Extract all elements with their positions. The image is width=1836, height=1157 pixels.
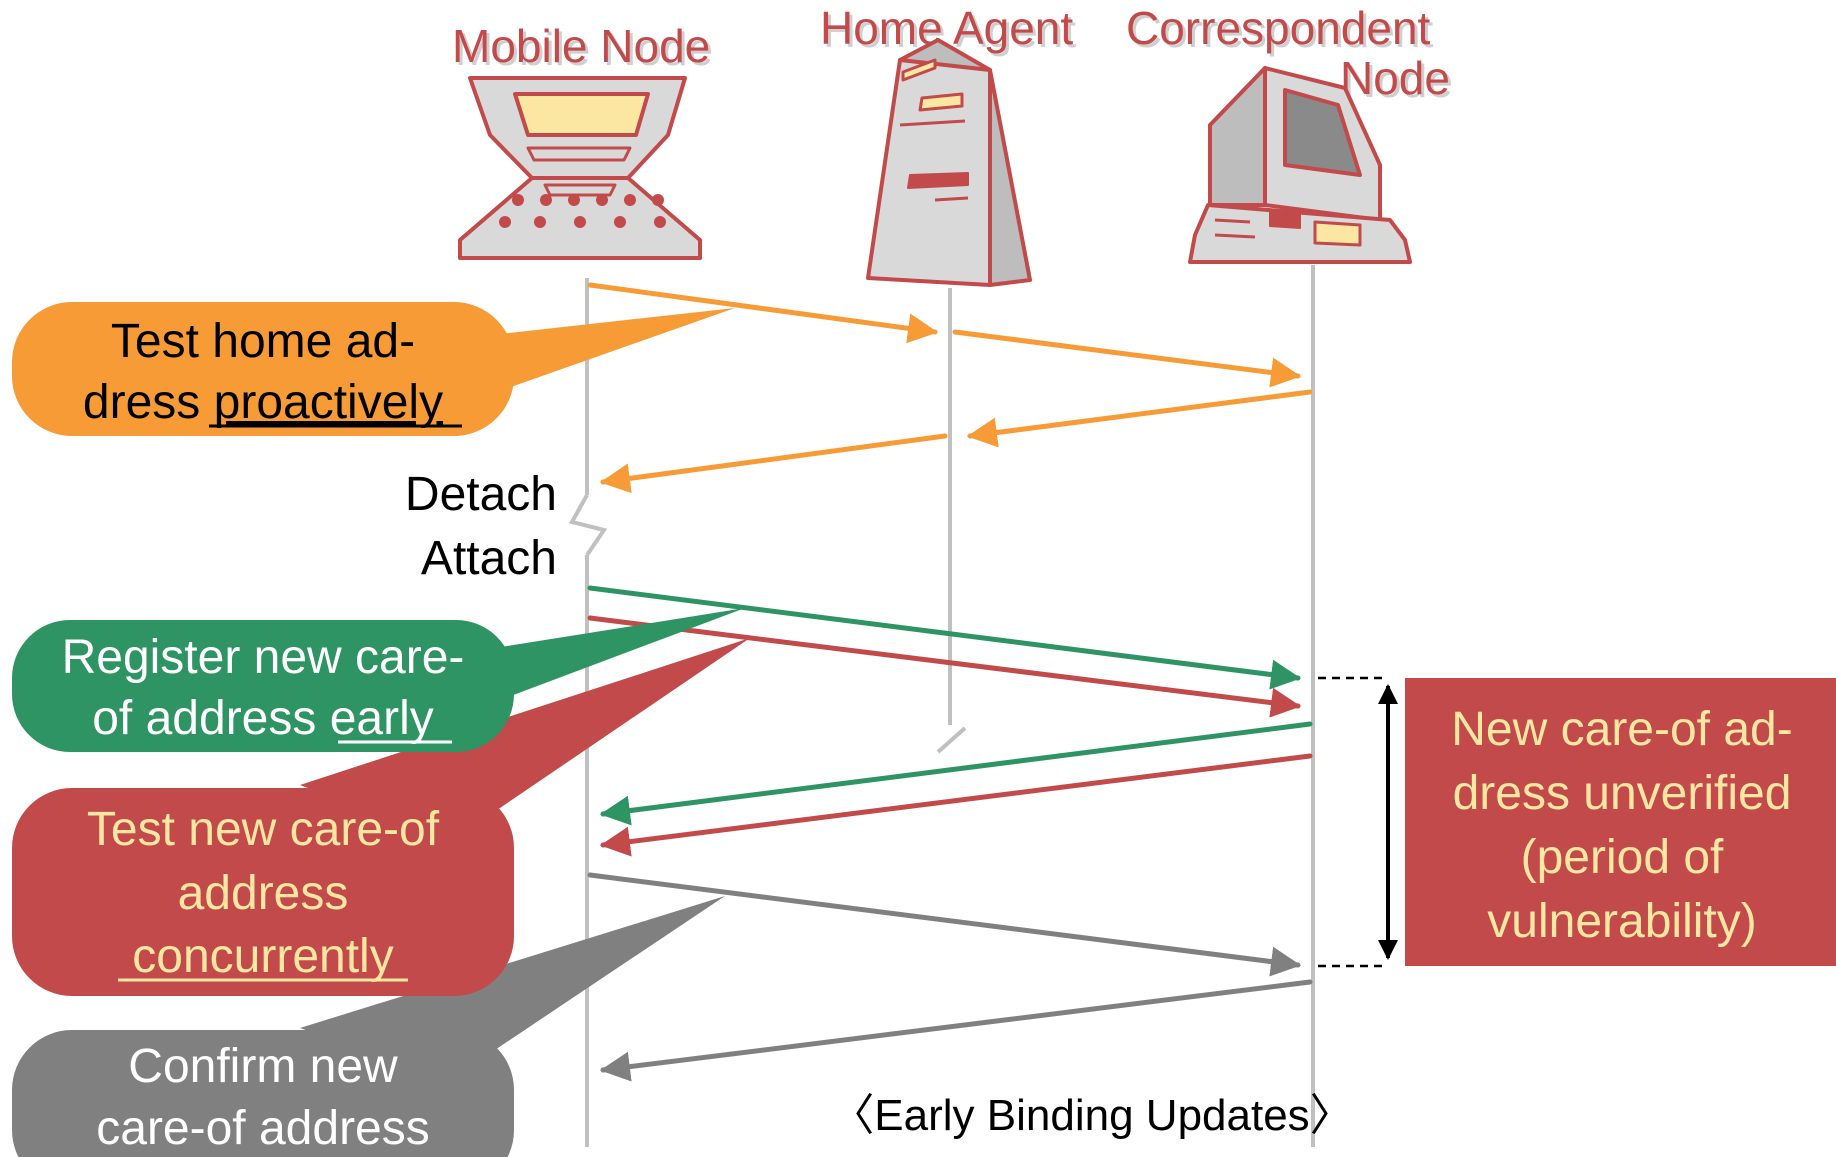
correspondent-label-2-shadow: Node <box>1343 55 1453 107</box>
callout-test-home-emph: proactively <box>214 376 443 429</box>
binding-ack-arrow <box>600 721 1313 826</box>
callout-register-emph: early <box>330 692 434 745</box>
correspondent-label: Correspondent <box>1126 2 1431 54</box>
cot-arrow <box>600 753 1313 857</box>
home-agent-lifeline-end <box>936 726 967 754</box>
callout-confirm-line1: Confirm new <box>128 1040 398 1093</box>
unverified-line4: vulnerability) <box>1487 895 1756 948</box>
callout-confirm-line2: care-of address <box>96 1102 430 1155</box>
detach-label: Detach <box>405 468 557 521</box>
unverified-line2: dress unverified <box>1453 767 1792 820</box>
unverified-line1: New care-of ad- <box>1451 703 1792 756</box>
callout-test-home-line2: dress proactively <box>83 376 443 429</box>
correspondent-label-shadow: Correspondent <box>1129 5 1434 57</box>
callout-register-line2: of address early <box>92 692 434 745</box>
callout-test-new-line3: concurrently <box>132 930 393 983</box>
confirm-ack-arrow <box>600 979 1313 1082</box>
callout-test-home-line1: Test home ad- <box>111 315 415 368</box>
laptop-icon <box>458 76 702 260</box>
hot-arrow-1 <box>967 389 1313 448</box>
lifelines <box>568 265 1315 1147</box>
callout-test-home-prefix: dress <box>83 376 214 429</box>
coti-arrow <box>587 615 1301 718</box>
hoti-arrow-1 <box>587 282 938 344</box>
callout-test-new-line1: Test new care-of <box>87 803 440 856</box>
callout-register-prefix: of address <box>92 692 329 745</box>
vulnerability-bracket <box>1318 676 1398 968</box>
callout-register: Register new care- of address early <box>12 620 514 752</box>
correspondent-label-2: Node <box>1340 52 1450 104</box>
binding-update-arrow <box>587 585 1301 690</box>
callout-test-new: Test new care-of address concurrently <box>12 788 514 996</box>
unverified-line3: (period of <box>1521 831 1724 884</box>
unverified-box: New care-of ad- dress unverified (period… <box>1405 678 1836 966</box>
server-icon <box>866 38 1032 287</box>
callout-confirm: Confirm new care-of address <box>12 1030 514 1157</box>
callout-register-line1: Register new care- <box>62 631 465 684</box>
hot-arrow-2 <box>600 433 948 494</box>
detach-break <box>568 494 608 557</box>
callout-test-home: Test home ad- dress proactively <box>12 302 514 436</box>
mobile-node-label: Mobile Node <box>452 20 710 72</box>
attach-label: Attach <box>421 532 557 585</box>
message-arrows <box>587 282 1313 1082</box>
footer-caption: 〈Early Binding Updates〉 <box>830 1091 1353 1140</box>
desktop-icon <box>1188 66 1412 264</box>
mobile-node-label-shadow: Mobile Node <box>455 23 713 75</box>
callout-test-new-line2: address <box>178 867 349 920</box>
node-labels: Mobile Node Mobile Node Home Agent Home … <box>452 2 1453 107</box>
hoti-arrow-2 <box>952 329 1301 388</box>
confirm-bu-arrow <box>587 872 1301 977</box>
